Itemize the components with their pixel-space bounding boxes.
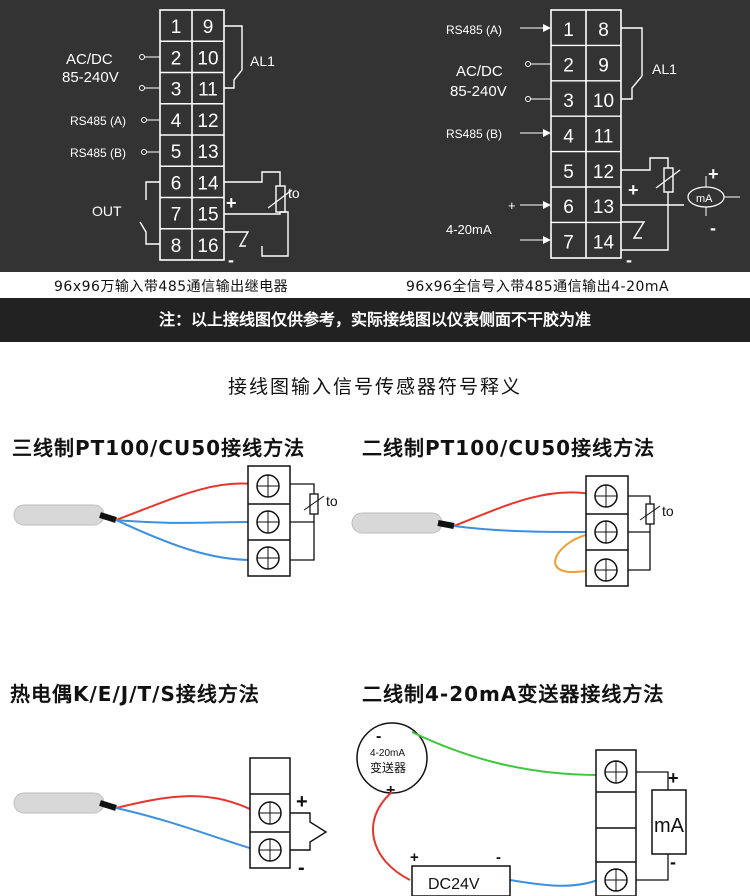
transmitter-minus-label: - bbox=[376, 728, 381, 745]
right-terminal-3: 3 bbox=[563, 91, 574, 112]
right-terminal-4: 4 bbox=[563, 126, 574, 147]
two-wire-screws bbox=[594, 484, 618, 582]
right-plus-label: + bbox=[708, 164, 719, 184]
right-meter-label: mA bbox=[696, 193, 713, 205]
left-terminal-4: 4 bbox=[171, 111, 182, 132]
right-terminal-14: 14 bbox=[593, 233, 615, 254]
svg-text:+: + bbox=[628, 180, 639, 200]
thermocouple-diagram: + - bbox=[13, 757, 328, 879]
section-title: 接线图输入信号传感器符号释义 bbox=[227, 376, 522, 398]
left-sensor-label: to bbox=[288, 185, 300, 201]
left-terminal-15: 15 bbox=[197, 205, 218, 226]
right-terminal-10: 10 bbox=[593, 91, 614, 112]
left-terminal-3: 3 bbox=[171, 80, 182, 101]
left-acdc-label: AC/DC bbox=[66, 51, 113, 68]
dc-label: DC24V bbox=[428, 876, 480, 893]
left-terminal-11: 11 bbox=[198, 80, 218, 101]
right-voltage-label: 85-240V bbox=[450, 83, 507, 100]
transmitter-line2: 变送器 bbox=[370, 760, 406, 775]
right-rs485a-label: RS485 (A) bbox=[446, 23, 502, 37]
right-terminal-diagram: 1 8 2 9 3 10 4 11 5 12 6 13 7 14 RS485 (A) AC/DC 85-2… bbox=[446, 9, 740, 270]
left-terminal-14: 14 bbox=[197, 173, 219, 194]
caption-bar bbox=[0, 272, 750, 298]
three-wire-probe bbox=[13, 504, 105, 526]
thermocouple-title: 热电偶K/E/J/T/S接线方法 bbox=[10, 682, 260, 706]
right-terminal-7: 7 bbox=[563, 233, 574, 254]
two-wire-title: 二线制PT100/CU50接线方法 bbox=[362, 436, 656, 460]
thermocouple-minus-label: - bbox=[298, 857, 305, 879]
transmitter-title: 二线制4-20mA变送器接线方法 bbox=[362, 682, 665, 706]
meter-minus-label: - bbox=[670, 852, 676, 872]
two-wire-diagram: to bbox=[351, 475, 674, 587]
transmitter-plus-label: + bbox=[386, 782, 395, 799]
left-terminal-13: 13 bbox=[197, 142, 218, 163]
left-al1-label: AL1 bbox=[250, 53, 275, 69]
two-wire-terminal bbox=[585, 475, 629, 587]
right-terminal-5: 5 bbox=[563, 162, 574, 183]
right-minus-label: - bbox=[710, 218, 716, 238]
left-terminal-12: 12 bbox=[197, 111, 218, 132]
transmitter-ma-meter bbox=[651, 789, 687, 855]
meter-plus-label: + bbox=[668, 768, 679, 788]
thermocouple-plus-label: + bbox=[296, 791, 308, 813]
right-terminal-1: 1 bbox=[563, 20, 574, 41]
left-terminal-10: 10 bbox=[197, 48, 218, 69]
two-wire-sensor-label: to bbox=[662, 503, 674, 519]
left-out-label: OUT bbox=[92, 203, 122, 219]
right-terminal-9: 9 bbox=[598, 56, 609, 77]
dc-minus-label: - bbox=[496, 849, 501, 866]
left-plus-label: + bbox=[226, 193, 237, 213]
three-wire-screws bbox=[256, 474, 280, 570]
thermocouple-probe bbox=[13, 792, 105, 814]
left-terminal-5: 5 bbox=[171, 142, 182, 163]
left-terminal-16: 16 bbox=[197, 236, 218, 257]
reference-note: 注：以上接线图仅供参考，实际接线图以仪表侧面不干胶为准 bbox=[0, 298, 750, 342]
thermocouple-screws bbox=[258, 801, 282, 862]
left-terminal-8: 8 bbox=[171, 236, 182, 257]
svg-text:+: + bbox=[508, 198, 516, 213]
left-minus-label: - bbox=[228, 250, 234, 270]
right-terminal-11: 11 bbox=[594, 126, 614, 147]
three-wire-title: 三线制PT100/CU50接线方法 bbox=[12, 436, 306, 460]
three-wire-diagram: to bbox=[13, 465, 338, 577]
right-terminal-6: 6 bbox=[563, 197, 574, 218]
right-terminal-8: 8 bbox=[598, 20, 609, 41]
right-rs485b-label: RS485 (B) bbox=[446, 127, 502, 141]
right-acdc-label: AC/DC bbox=[456, 63, 503, 80]
left-voltage-label: 85-240V bbox=[62, 69, 119, 86]
left-terminal-7: 7 bbox=[171, 205, 182, 226]
three-wire-sensor-label: to bbox=[326, 493, 338, 509]
right-terminal-13: 13 bbox=[593, 197, 614, 218]
meter-label: mA bbox=[654, 815, 685, 837]
dc-plus-label: + bbox=[410, 849, 419, 866]
two-wire-probe bbox=[351, 512, 443, 534]
top-panel-background bbox=[0, 0, 750, 272]
transmitter-screws bbox=[604, 760, 628, 892]
three-wire-terminal bbox=[247, 465, 291, 577]
right-terminal-2: 2 bbox=[563, 56, 574, 77]
right-terminal-rows: 1 8 2 9 3 10 4 11 5 12 6 13 7 14 bbox=[551, 20, 621, 254]
left-terminal-2: 2 bbox=[171, 48, 182, 69]
right-current-label: 4-20mA bbox=[446, 222, 492, 237]
right-al1-label: AL1 bbox=[652, 61, 677, 77]
svg-text:-: - bbox=[626, 250, 632, 270]
left-caption: 96x96万输入带485通信输出继电器 bbox=[54, 279, 289, 295]
transmitter-line1: 4-20mA bbox=[370, 748, 405, 759]
dc24v-supply bbox=[411, 865, 511, 896]
transmitter-diagram: 4-20mA 变送器 - + DC24V + - mA + - bbox=[356, 722, 687, 896]
left-terminal-1: 1 bbox=[171, 17, 182, 38]
right-terminal-12: 12 bbox=[593, 162, 614, 183]
left-terminal-9: 9 bbox=[203, 17, 214, 38]
left-rs485b-label: RS485 (B) bbox=[70, 146, 126, 160]
left-terminal-6: 6 bbox=[171, 173, 182, 194]
right-caption: 96x96全信号入带485通信输出4-20mA bbox=[406, 279, 670, 295]
left-rs485a-label: RS485 (A) bbox=[70, 114, 126, 128]
